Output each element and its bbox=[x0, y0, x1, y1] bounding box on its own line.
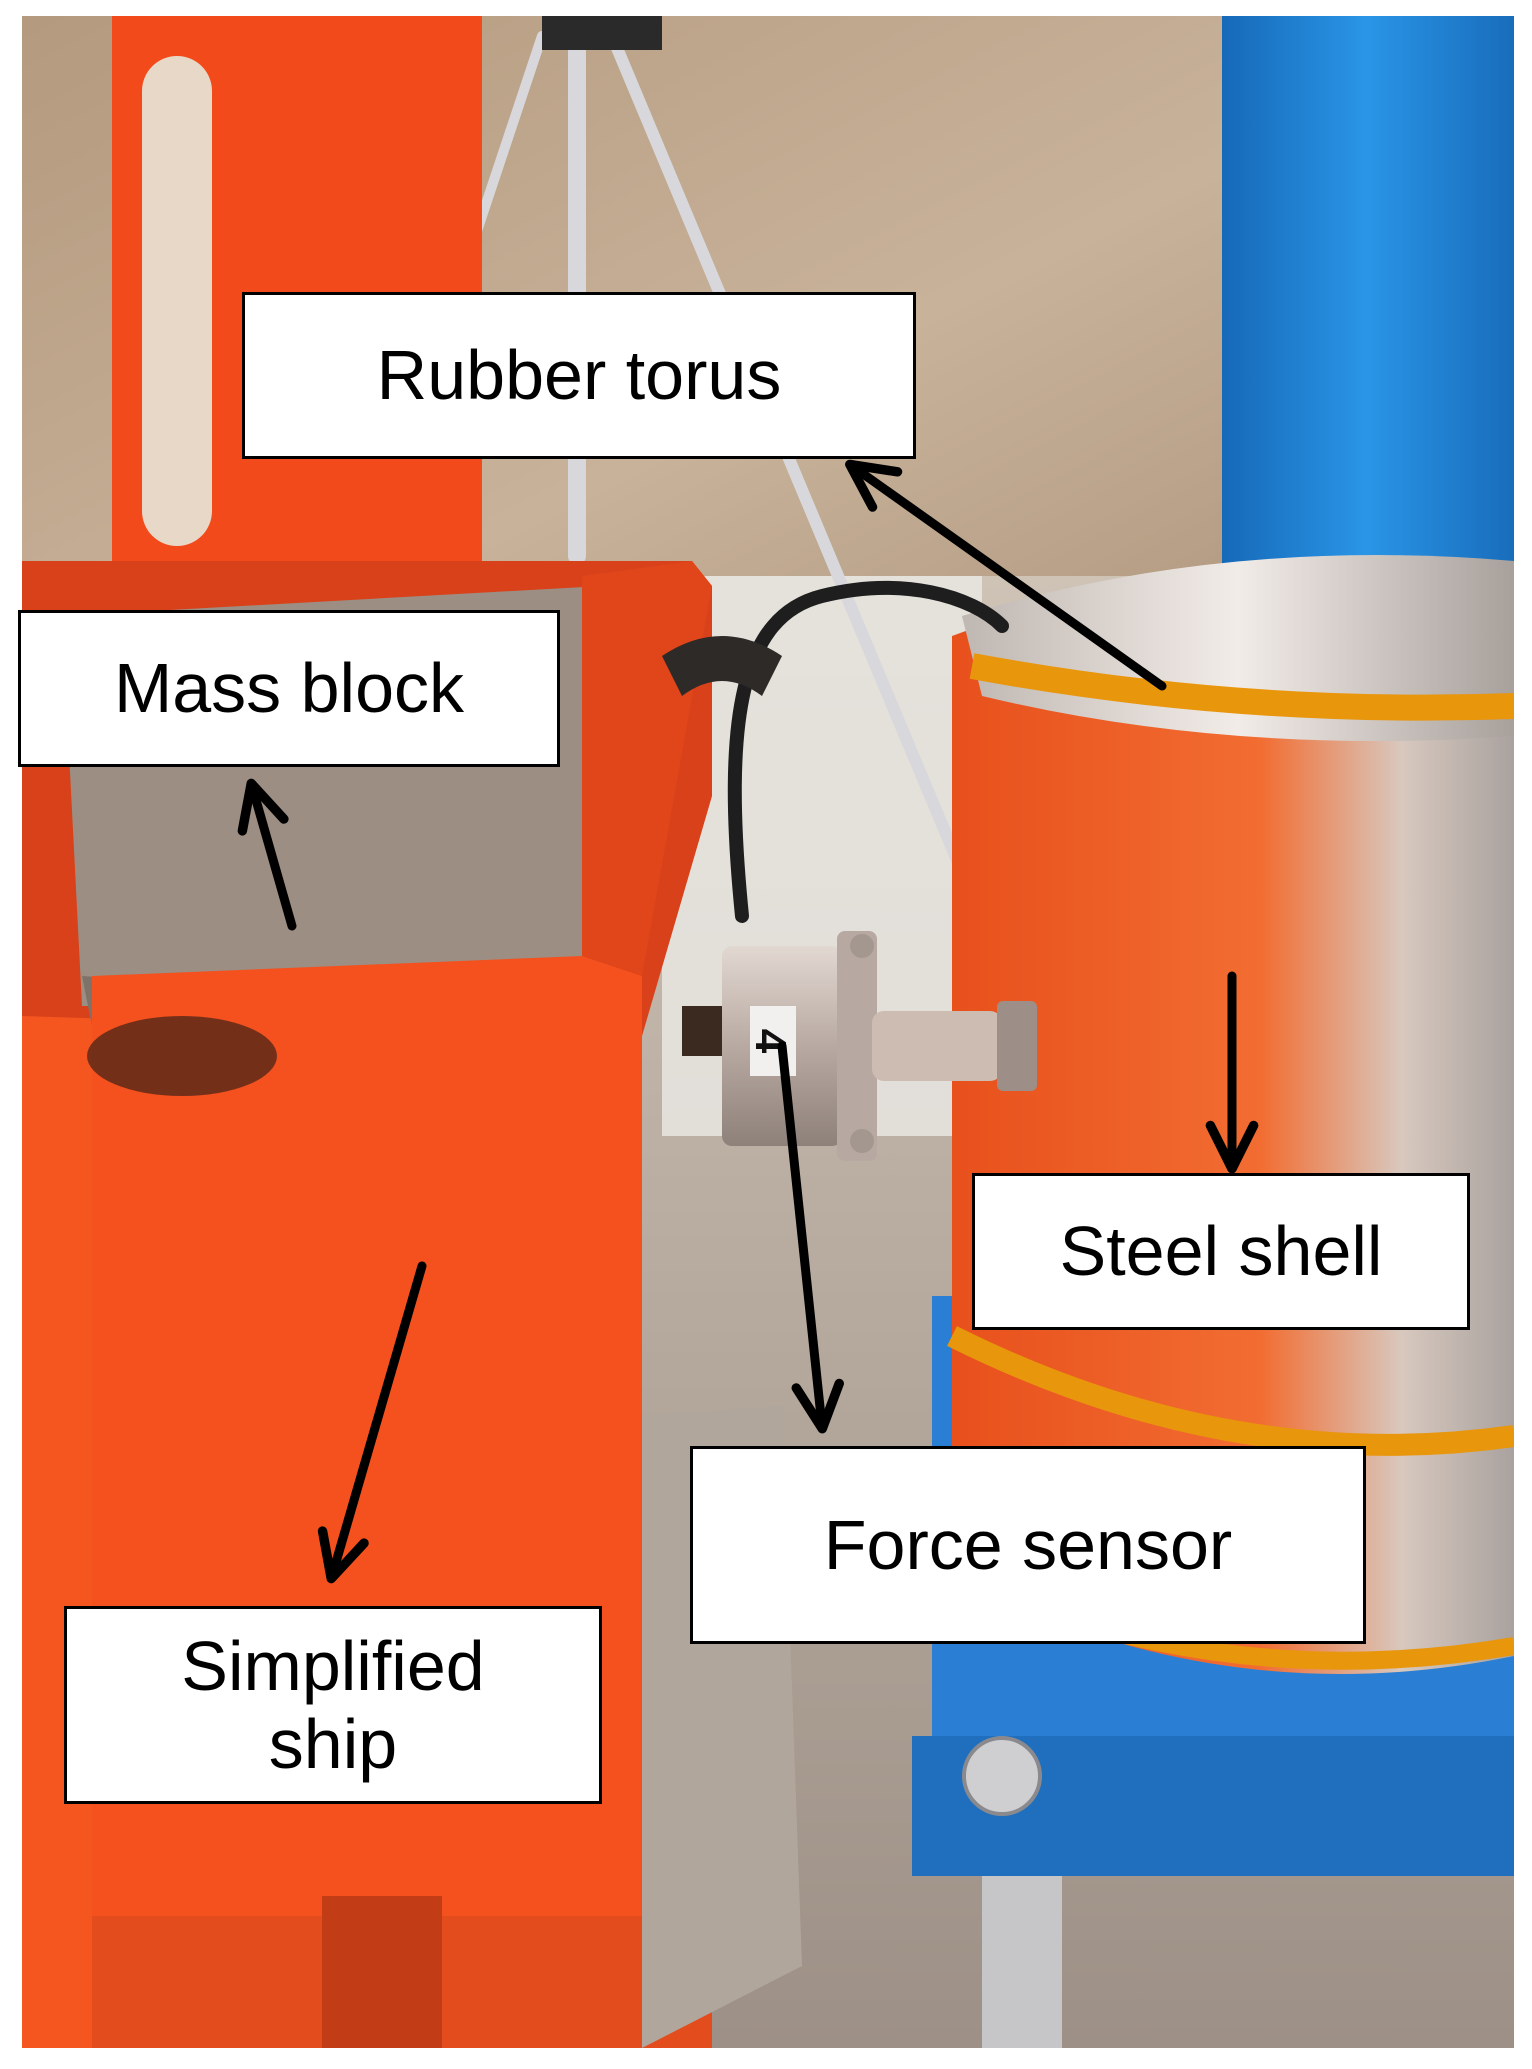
arrow-icon bbox=[237, 778, 297, 931]
sensor-number-mark: 4 bbox=[746, 1029, 795, 1054]
label-rubber-torus: Rubber torus bbox=[242, 292, 916, 459]
label-steel-shell: Steel shell bbox=[972, 1173, 1470, 1330]
steel-shell-assembly bbox=[912, 16, 1514, 2048]
tripod bbox=[457, 16, 978, 902]
label-force-sensor: Force sensor bbox=[690, 1446, 1366, 1644]
force-sensor-device: 4 bbox=[682, 931, 1037, 1161]
arrow-icon bbox=[317, 1261, 427, 1584]
label-mass-block: Mass block bbox=[18, 610, 560, 767]
label-simplified-ship: Simplified ship bbox=[64, 1606, 602, 1804]
annotation-arrows bbox=[237, 459, 1259, 1584]
sensor-cable bbox=[727, 580, 1009, 923]
cable-clamp bbox=[662, 636, 782, 696]
simplified-ship-body bbox=[22, 561, 712, 2048]
arrow-icon bbox=[777, 1041, 844, 1434]
arrow-icon bbox=[845, 459, 1167, 691]
